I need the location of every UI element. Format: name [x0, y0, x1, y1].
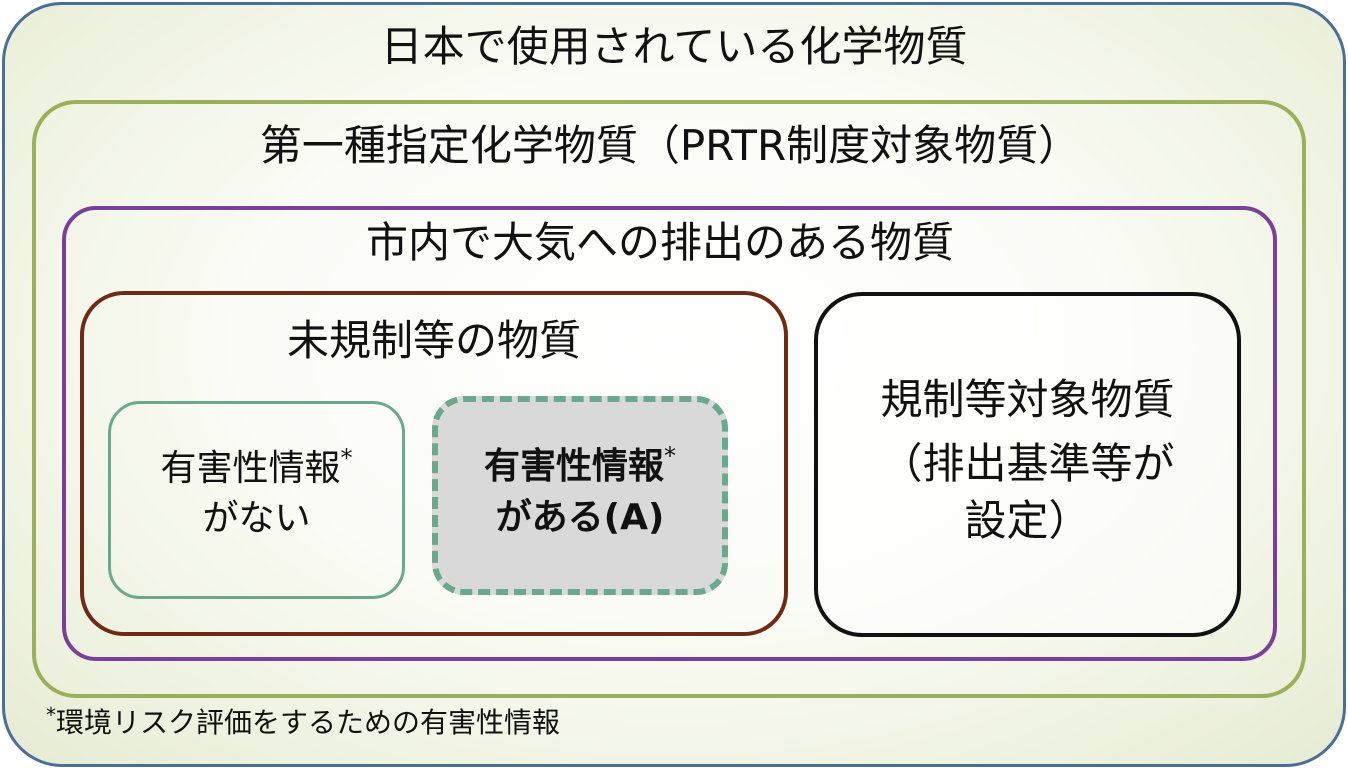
has-hazard-info-asterisk: *: [664, 442, 676, 470]
class1-designated-chemicals-region: [32, 100, 1306, 698]
footnote: *環境リスク評価をするための有害性情報: [46, 705, 561, 739]
no-hazard-info-line1-text: 有害性情報: [160, 448, 341, 489]
regulated-substances-box: [814, 292, 1241, 637]
no-hazard-info-line1: 有害性情報*: [108, 446, 405, 489]
regulated-substances-line3: 設定）: [964, 496, 1091, 545]
has-hazard-info-box: [432, 396, 728, 595]
class1-designated-chemicals-title: 第一種指定化学物質（PRTR制度対象物質）: [259, 121, 1081, 170]
has-hazard-info-line1-text: 有害性情報: [483, 446, 664, 487]
no-hazard-info-line2: がない: [202, 498, 311, 539]
has-hazard-info-line1: 有害性情報*: [432, 444, 728, 487]
city-air-emission-title: 市内で大気への排出のある物質: [365, 218, 954, 267]
footnote-asterisk: *: [46, 703, 56, 727]
has-hazard-info-line2: がある(A): [495, 497, 665, 538]
unregulated-substances-title: 未規制等の物質: [286, 316, 581, 365]
japan-chemicals-title: 日本で使用されている化学物質: [380, 22, 968, 71]
regulated-substances-line2: （排出基準等が: [880, 439, 1175, 488]
no-hazard-info-box: [108, 401, 405, 599]
regulated-substances-line1: 規制等対象物質: [880, 375, 1175, 424]
footnote-text: 環境リスク評価をするための有害性情報: [56, 706, 561, 739]
unregulated-substances-region: [80, 291, 788, 636]
no-hazard-info-asterisk: *: [340, 444, 353, 472]
city-air-emission-region: [62, 206, 1277, 661]
